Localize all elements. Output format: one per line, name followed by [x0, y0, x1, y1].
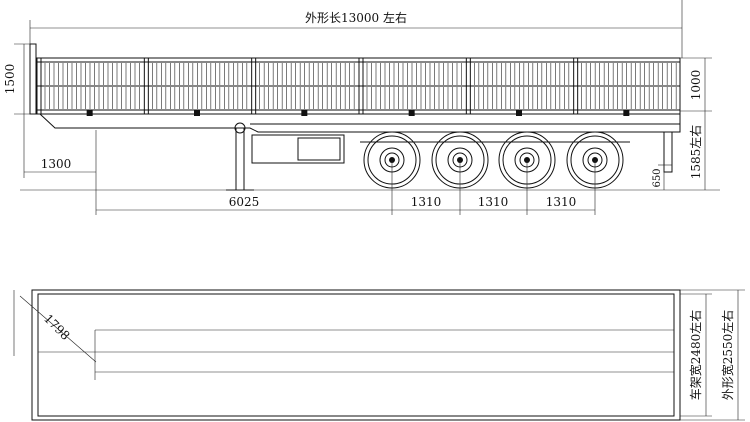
overall-length-label: 外形长13000 左右	[305, 10, 407, 25]
wheels	[363, 131, 624, 189]
axle-spacing-label: 1310	[546, 195, 577, 209]
axle-spacing-label: 1310	[411, 195, 442, 209]
latch	[623, 110, 630, 116]
side-view: 外形长13000 左右 1500 1300 6025 1310 1310 131…	[3, 0, 720, 215]
top-view: 1798 车架宽2480左右 外形宽2550左右	[13, 289, 745, 421]
axle-spacing-label: 1310	[478, 195, 509, 209]
kingpin-offset-label: 1300	[41, 157, 72, 171]
latch	[194, 110, 200, 116]
deck-height-label: 1585左右	[688, 125, 703, 180]
tail-height-label: 650	[652, 168, 663, 187]
landing-gear	[235, 127, 245, 191]
frame-width-label: 车架宽2480左右	[688, 310, 703, 401]
body-height-label: 1500	[3, 64, 17, 95]
chassis-frame	[39, 113, 681, 133]
panel-post	[251, 57, 257, 115]
kingpin-to-axle-label: 6025	[229, 195, 260, 209]
latch	[86, 110, 93, 116]
panel-height-label: 1000	[689, 70, 703, 101]
frame-outline	[37, 293, 675, 417]
latch	[516, 110, 522, 116]
panel-post	[573, 57, 579, 115]
headboard	[29, 43, 37, 115]
rear-bumper	[663, 131, 673, 173]
diagonal-label: 1798	[41, 311, 72, 342]
panel-post	[36, 57, 42, 115]
panel-post	[465, 57, 471, 115]
outer-outline	[31, 289, 681, 421]
panel-post	[358, 57, 364, 115]
side-slats	[36, 57, 677, 116]
overall-width-label: 外形宽2550左右	[720, 310, 735, 401]
latch	[408, 110, 415, 116]
toolbox	[251, 134, 345, 164]
panel-post	[143, 57, 149, 115]
latch	[301, 110, 308, 116]
